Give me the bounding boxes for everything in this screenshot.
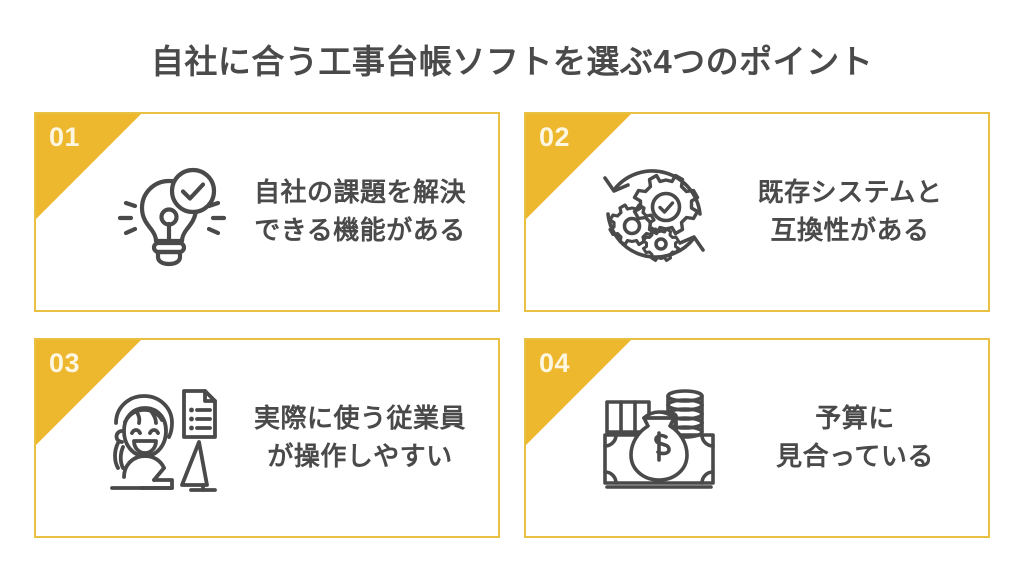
point-card-03[interactable]: 03	[34, 338, 500, 538]
card-text-line-2: 見合っている	[776, 441, 934, 471]
card-text: 実際に使う従業員 が操作しやすい	[222, 340, 498, 536]
card-text: 既存システムと 互換性がある	[712, 114, 988, 310]
point-card-01[interactable]: 01	[34, 112, 500, 312]
point-card-02[interactable]: 02	[524, 112, 990, 312]
card-number: 03	[49, 348, 81, 378]
card-text-line-1: 実際に使う従業員	[253, 403, 466, 434]
card-text-line-1: 自社の課題を解決	[253, 177, 466, 208]
card-number: 01	[49, 122, 81, 152]
money-bag-cash-icon	[594, 374, 724, 506]
card-text-line-2: できる機能がある	[254, 215, 466, 245]
card-number: 04	[539, 348, 571, 378]
card-text-line-1: 既存システムと	[757, 177, 943, 208]
card-text-line-2: が操作しやすい	[267, 441, 453, 471]
card-text-line-1: 予算に	[815, 403, 895, 434]
card-number: 02	[539, 122, 571, 152]
lightbulb-check-icon	[94, 146, 234, 282]
page-title: 自社に合う工事台帳ソフトを選ぶ4つのポイント	[150, 43, 874, 80]
gears-sync-check-icon	[584, 146, 724, 282]
card-text: 予算に 見合っている	[722, 340, 988, 536]
card-text-line-2: 互換性がある	[770, 215, 930, 245]
person-computer-document-icon	[94, 372, 234, 508]
card-text: 自社の課題を解決 できる機能がある	[222, 114, 498, 310]
points-grid: 01	[34, 112, 990, 538]
point-card-04[interactable]: 04	[524, 338, 990, 538]
